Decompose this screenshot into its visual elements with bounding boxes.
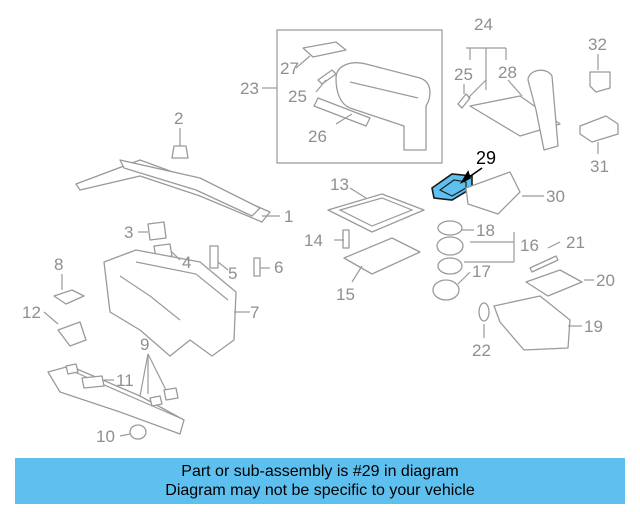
callout-24: 24 xyxy=(474,15,493,34)
part-19 xyxy=(493,295,571,351)
callout-6: 6 xyxy=(274,258,283,277)
part-25-box xyxy=(317,69,337,85)
part-18 xyxy=(437,220,463,236)
part-2 xyxy=(171,145,189,159)
part-21 xyxy=(529,255,559,273)
part-5 xyxy=(209,245,219,269)
callout-9: 9 xyxy=(140,335,149,354)
part-14 xyxy=(342,229,350,249)
part-armrest xyxy=(335,62,431,151)
part-25-pin xyxy=(457,93,471,109)
banner-line-2: Diagram may not be specific to your vehi… xyxy=(165,482,475,499)
part-30 xyxy=(465,171,521,215)
callout-29: 29 xyxy=(476,148,496,168)
callout-17: 17 xyxy=(472,262,491,281)
part-32 xyxy=(589,71,611,93)
part-6 xyxy=(253,257,261,277)
info-banner: Part or sub-assembly is #29 in diagram D… xyxy=(15,458,625,504)
callout-10: 10 xyxy=(96,427,115,446)
part-22 xyxy=(478,302,490,322)
callout-25: 25 xyxy=(288,87,307,106)
part-15 xyxy=(343,237,421,275)
callout-25-b: 25 xyxy=(454,65,473,84)
part-27 xyxy=(302,41,347,58)
callout-22: 22 xyxy=(472,341,491,360)
part-31 xyxy=(579,115,619,143)
part-26 xyxy=(313,97,371,127)
parts-diagram: 1 2 3 4 5 6 7 8 9 10 11 12 13 14 15 16 1… xyxy=(22,15,619,446)
banner-line-1: Part or sub-assembly is #29 in diagram xyxy=(181,463,459,480)
part-13 xyxy=(327,193,425,233)
part-1 xyxy=(75,159,271,223)
callout-3: 3 xyxy=(124,223,133,242)
callout-8: 8 xyxy=(54,255,63,274)
callout-1: 1 xyxy=(284,207,293,226)
callout-14: 14 xyxy=(304,231,323,250)
callout-2: 2 xyxy=(174,109,183,128)
callout-23: 23 xyxy=(240,79,259,98)
callout-26: 26 xyxy=(308,127,327,146)
part-9 xyxy=(47,365,185,435)
part-20 xyxy=(525,269,583,297)
part-12 xyxy=(57,321,87,347)
part-24 xyxy=(469,95,561,137)
callout-15: 15 xyxy=(336,285,355,304)
part-16 xyxy=(437,257,463,275)
part-10 xyxy=(129,424,147,440)
callout-32: 32 xyxy=(588,35,607,54)
callout-5: 5 xyxy=(228,264,237,283)
callout-12: 12 xyxy=(22,303,41,322)
callout-28: 28 xyxy=(498,63,517,82)
callout-7: 7 xyxy=(250,303,259,322)
callout-18: 18 xyxy=(476,221,495,240)
callout-19: 19 xyxy=(584,317,603,336)
part-11 xyxy=(81,375,105,389)
group-bracket-23 xyxy=(276,29,443,164)
callout-16: 16 xyxy=(520,236,539,255)
part-17 xyxy=(432,279,460,301)
part-8 xyxy=(53,289,85,305)
callout-4: 4 xyxy=(182,253,191,272)
callout-11: 11 xyxy=(116,371,134,390)
callout-20: 20 xyxy=(596,271,615,290)
part-3 xyxy=(147,221,167,241)
callout-30: 30 xyxy=(546,187,565,206)
callout-27: 27 xyxy=(280,59,299,78)
callout-31: 31 xyxy=(590,157,609,176)
callout-13: 13 xyxy=(330,175,349,194)
callout-21: 21 xyxy=(566,233,585,252)
